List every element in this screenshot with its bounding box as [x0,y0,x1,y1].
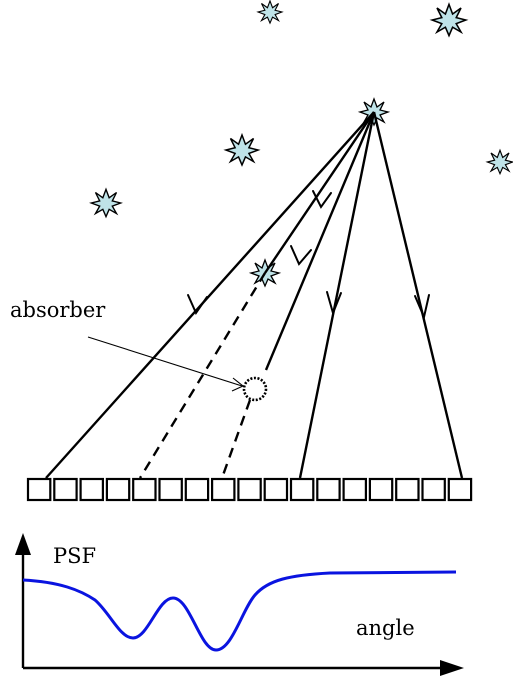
detector-pixel-box [395,477,420,502]
detector-pixel-box [263,477,289,502]
absorber-pointer-arrowhead-icon [231,377,245,392]
detector-pixel-box [211,477,236,502]
star-burst-icon [486,149,513,175]
psf-axis-label: PSF [53,544,96,568]
detector-array [26,477,473,502]
arrowhead-icon [187,294,208,316]
detector-pixel-box [447,477,473,502]
star-burst-icon [90,188,122,218]
detector-pixel-box [289,477,315,502]
ray-solid-1 [45,111,375,479]
psf-plot: PSF angle [15,533,464,676]
ray-dashed-1 [138,272,267,479]
ray-solid-2 [264,111,375,274]
detector-pixel-box [316,477,341,502]
detector-pixel-box [53,477,78,502]
y-axis-arrowhead-icon [15,533,31,555]
detector-pixel-box [158,477,183,502]
detector-pixel-box [79,477,104,502]
detector-pixel-box [342,477,368,502]
detector-pixel-box [26,477,52,502]
psf-curve [22,570,457,652]
light-rays [45,111,464,479]
absorber-circle-icon [242,376,268,402]
detector-pixel-box [132,477,157,502]
angle-axis-label: angle [356,616,415,640]
ray-solid-3 [264,111,376,371]
arrowhead-icon [414,294,430,321]
star-burst-icon [257,0,283,24]
detector-pixel-box [237,477,262,502]
star-burst-icon [225,134,259,166]
detector-pixel-box [105,477,131,502]
detector-pixel-box [184,477,210,502]
absorber-pointer-line [87,336,243,387]
detector-pixel-box [368,477,394,502]
ray-solid-5 [372,111,464,479]
absorber-label: absorber [10,298,106,322]
arrowhead-icon [312,190,332,209]
arrowhead-icon [290,245,312,266]
ray-arrowheads [187,190,430,321]
ray-solid-4 [298,111,376,479]
x-axis-arrowhead-icon [440,660,464,676]
star-burst-icon [431,3,467,37]
ray-dashed-2 [220,399,252,479]
stars [90,0,513,287]
detector-pixel-box [421,477,446,502]
arrowhead-icon [326,291,342,317]
